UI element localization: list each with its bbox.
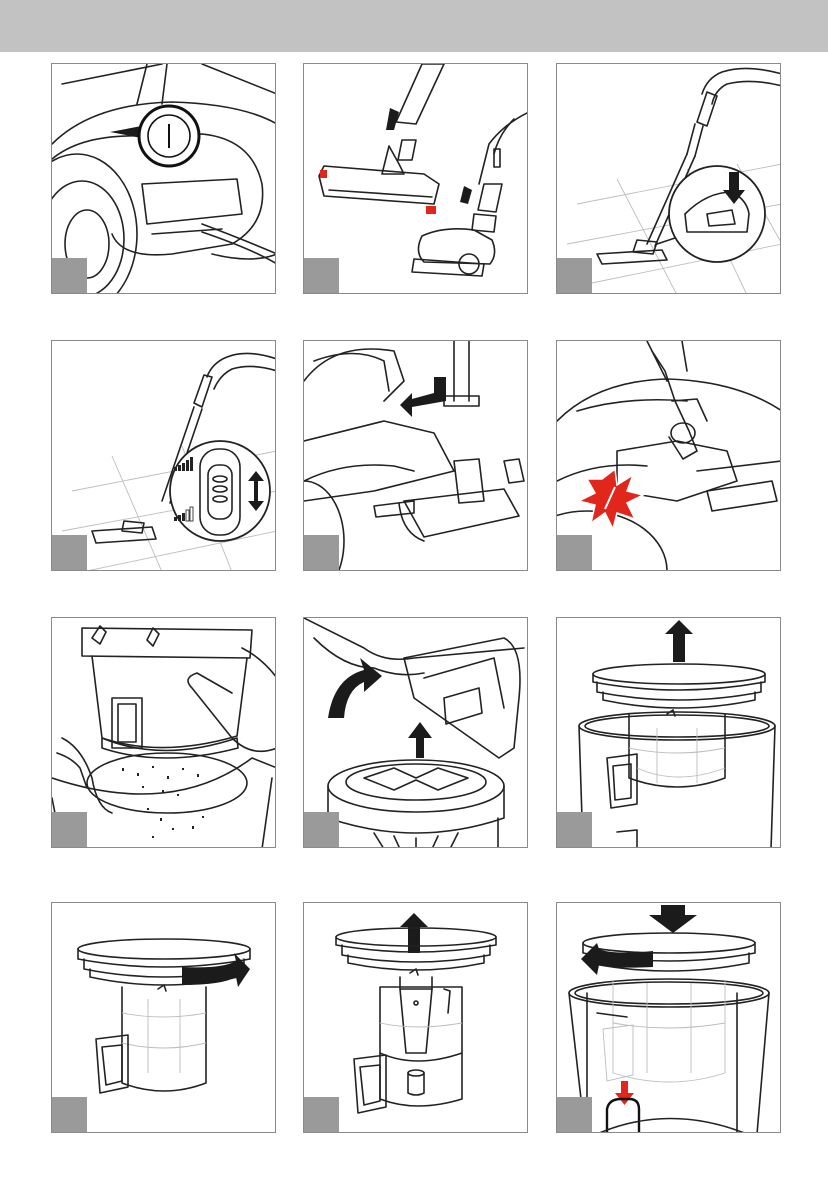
step-badge: [304, 812, 339, 847]
panel-power-slider: [51, 340, 276, 571]
panel-reassemble-filter: [556, 902, 781, 1133]
panel-parking-nozzle: [556, 63, 781, 294]
step-badge: [557, 535, 592, 570]
panel-empty-container: [51, 617, 276, 848]
step-badge: [557, 812, 592, 847]
step-badge: [304, 535, 339, 570]
panel-storage-parking: [303, 340, 528, 571]
step-badge: [52, 1097, 87, 1132]
panel-dust-container-release: [556, 340, 781, 571]
panel-rotate-filter-cover: [51, 902, 276, 1133]
header-bar: [0, 0, 828, 52]
step-badge: [52, 812, 87, 847]
step-badge: [304, 1097, 339, 1132]
panel-lift-filter-cover: [556, 617, 781, 848]
step-badge: [304, 258, 339, 293]
panel-open-lid: [303, 617, 528, 848]
panel-attach-nozzles: [303, 63, 528, 294]
panel-on-off-switch: [51, 63, 276, 294]
step-badge: [557, 258, 592, 293]
step-badge: [52, 258, 87, 293]
step-badge: [557, 1097, 592, 1132]
step-badge: [52, 535, 87, 570]
panel-remove-filter: [303, 902, 528, 1133]
